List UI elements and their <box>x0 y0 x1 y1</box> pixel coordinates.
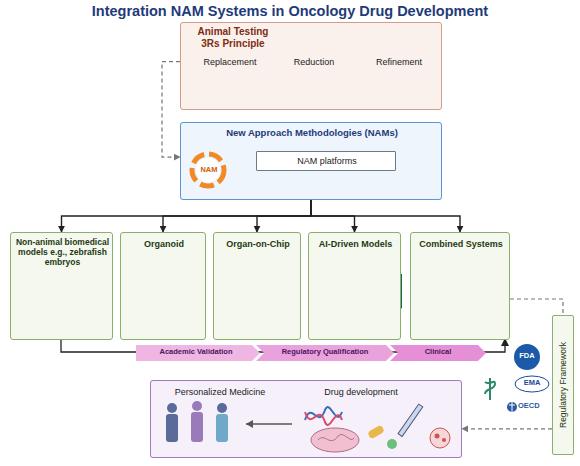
box-heading: Organoid <box>124 239 204 250</box>
box-heading: Regulatory Framework <box>558 342 568 428</box>
dashed-connector <box>462 428 552 429</box>
flow-arrow <box>163 200 311 232</box>
logo-text: FDA <box>515 352 539 361</box>
flow-arrow <box>62 200 312 232</box>
box-heading: Non-animal biomedical models e.g., zebra… <box>14 237 111 267</box>
platform-card: Combined Systems <box>410 232 510 340</box>
stage-label: Regulatory Qualification <box>264 348 386 357</box>
panel-ground <box>180 122 442 200</box>
dashed-connector <box>162 62 180 158</box>
box-heading: Organ-on-Chip <box>217 239 299 250</box>
platform-box: NAM platforms <box>256 151 396 171</box>
box-label: NAM <box>191 166 227 175</box>
box-heading: Animal Testing 3Rs Principle <box>187 26 279 50</box>
box-label: Drug development <box>301 387 421 398</box>
panel-ground <box>150 380 462 458</box>
diagram-title: Integration NAM Systems in Oncology Drug… <box>0 3 580 20</box>
box-label: Reduction <box>275 57 353 68</box>
logo-text: OECD <box>518 402 552 411</box>
framework-box: Regulatory Framework <box>552 315 574 455</box>
platform-card: Non-animal biomedical models e.g., zebra… <box>10 232 113 340</box>
stage-label: Academic Validation <box>140 348 252 357</box>
platform-card: AI-Driven Models <box>308 232 401 340</box>
box-label: Refinement <box>359 57 439 68</box>
dashed-connector <box>510 299 563 315</box>
nam-box: New Approach Methodologies (NAMs) NAM NAM … <box>180 122 442 200</box>
box-label: Replacement <box>191 57 269 68</box>
platform-card: Organ-on-Chip <box>213 232 301 340</box>
logo-text: EMA <box>518 379 546 388</box>
box-heading: NAM platforms <box>257 156 397 167</box>
stage-label: Clinical <box>402 348 474 357</box>
flow-arrow <box>311 200 460 232</box>
platform-card: Organoid <box>120 232 206 340</box>
flow-arrow <box>257 200 311 232</box>
box-heading: New Approach Methodologies (NAMs) <box>181 127 443 138</box>
box-heading: AI-Driven Models <box>312 239 399 250</box>
box-heading: Personalized Medicine <box>155 387 285 398</box>
principle-box: Animal Testing 3Rs PrincipleReplacement R… <box>180 22 442 110</box>
box-heading: Combined Systems <box>414 239 508 250</box>
outcome-box: Personalized Medicine Drug development <box>150 380 462 458</box>
